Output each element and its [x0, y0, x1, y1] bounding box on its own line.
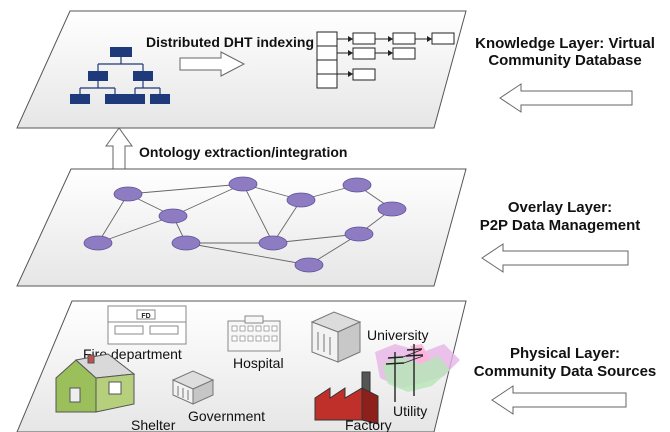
dht-indexing-label: Distributed DHT indexing [146, 34, 314, 50]
dht-pointer-heads [348, 36, 432, 77]
university-icon [310, 311, 362, 363]
factory-icon [314, 371, 379, 425]
knowledge-label-line1: Knowledge Layer: Virtual [475, 35, 655, 52]
ontology-label: Ontology extraction/integration [139, 144, 347, 160]
knowledge-layer-label: Knowledge Layer: Virtual Community Datab… [475, 35, 655, 113]
ontology-extraction: Ontology extraction/integration [105, 127, 347, 176]
physical-layer: FD Fire department Hospital University [16, 300, 467, 432]
overlay-label-line2: P2P Data Management [480, 217, 641, 234]
utility-icon [375, 344, 460, 402]
overlay-layer [16, 168, 467, 287]
hospital-label: Hospital [233, 355, 284, 371]
physical-layer-label: Physical Layer: Community Data Sources [474, 345, 657, 415]
knowledge-label-line2: Community Database [488, 52, 641, 69]
fd-sign: FD [141, 313, 150, 320]
fire-department-icon [107, 305, 187, 345]
physical-label-line1: Physical Layer: [510, 345, 620, 362]
physical-label-line2: Community Data Sources [474, 363, 657, 380]
government-icon [171, 370, 215, 405]
shelter-icon [55, 353, 136, 413]
hierarchy-tree-icon [79, 55, 161, 95]
overlay-label-line1: Overlay Layer: [508, 199, 612, 216]
hospital-windows [231, 325, 278, 342]
overlay-layer-label: Overlay Layer: P2P Data Management [480, 199, 641, 273]
factory-label: Factory [345, 417, 392, 432]
university-label: University [367, 327, 428, 343]
tree-nodes [70, 47, 170, 104]
physical-left-arrow [491, 385, 627, 415]
shelter-label: Shelter [131, 417, 176, 432]
overlay-left-arrow [481, 243, 629, 273]
knowledge-layer: Distributed DHT indexing [16, 10, 467, 129]
government-label: Government [188, 408, 265, 424]
knowledge-plane [16, 10, 467, 129]
utility-label: Utility [393, 403, 427, 419]
p2p-nodes [83, 176, 407, 273]
knowledge-left-arrow [499, 83, 633, 113]
indexing-arrow [179, 51, 246, 77]
hospital-icon [227, 315, 281, 352]
ontology-up-arrow [105, 127, 133, 176]
